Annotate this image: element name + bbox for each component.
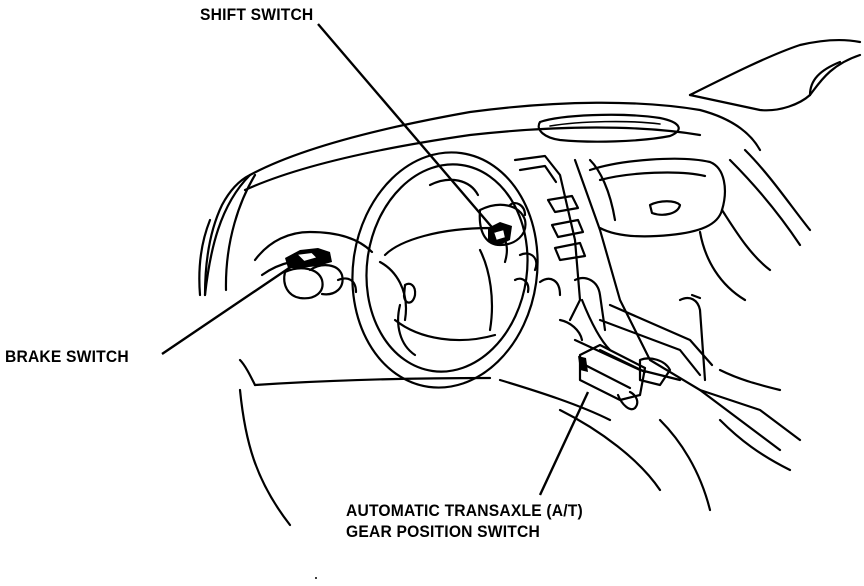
brake-switch-leader (161, 261, 299, 355)
gear-position-switch-label-line2: GEAR POSITION SWITCH (346, 522, 540, 541)
lower-dashboard (238, 358, 662, 492)
gear-position-switch-unit (578, 343, 647, 411)
shift-switch-label: SHIFT SWITCH (200, 5, 314, 24)
dashboard-outline (203, 101, 772, 302)
gear-switch-leader (538, 391, 590, 496)
steering-wheel (351, 151, 539, 389)
center-console (558, 158, 802, 512)
steering-column-switches (478, 201, 527, 247)
dot-mark (315, 577, 317, 579)
left-door-panel (198, 173, 492, 527)
leader-lines (161, 23, 590, 496)
shift-switch-leader (317, 23, 497, 233)
windshield-frame (688, 39, 862, 247)
instrument-cluster-area (253, 230, 374, 300)
brake-switch-label: BRAKE SWITCH (5, 347, 129, 366)
gear-position-switch-label-line1: AUTOMATIC TRANSAXLE (A/T) (346, 501, 583, 520)
center-stack (513, 154, 587, 322)
